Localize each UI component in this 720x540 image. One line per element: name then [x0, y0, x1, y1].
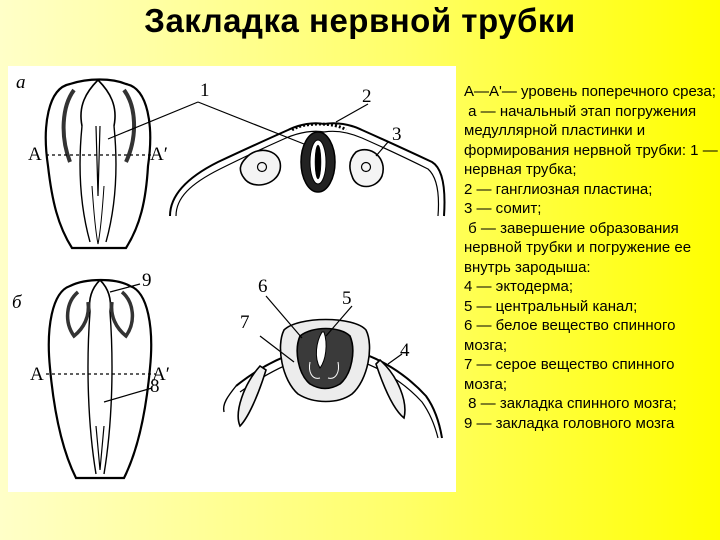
- panel-b-label: б: [12, 292, 23, 313]
- cross-section-b: [222, 318, 443, 439]
- legend-line: 4 — эктодерма;: [464, 278, 574, 295]
- legend-line: 6 — белое вещество спинного мозга;: [464, 317, 680, 354]
- label-4: 4: [400, 340, 410, 361]
- legend-line: 8 — закладка спинного мозга;: [464, 395, 677, 412]
- label-1: 1: [200, 80, 210, 101]
- legend-line: 2 — ганглиозная пластина;: [464, 180, 653, 198]
- legend-line: 7 — серое вещество спинного мозга;: [464, 356, 679, 393]
- embryo-b: [47, 278, 153, 480]
- label-3: 3: [392, 124, 402, 145]
- section-b-left: А: [30, 364, 44, 385]
- figure-legend: А—А'— уровень поперечного среза; а — нач…: [464, 82, 718, 433]
- label-5: 5: [342, 288, 352, 309]
- panel-a-label: а: [16, 72, 26, 93]
- legend-line: 9 — закладка головного мозга: [464, 414, 675, 432]
- section-b-right: А′: [152, 364, 170, 385]
- legend-line: А—А'— уровень поперечного среза;: [464, 83, 716, 100]
- label-7: 7: [240, 312, 250, 333]
- embryo-a: [44, 78, 152, 250]
- neural-tube-figure: а б А А′ А А′ 1 2 3 4 5 6 7 8 9: [8, 66, 456, 492]
- section-a-right: А′: [150, 144, 168, 165]
- label-6: 6: [258, 276, 268, 297]
- legend-line: 5 — центральный канал;: [464, 297, 638, 315]
- legend-line: а — начальный этап погружения медуллярно…: [464, 102, 718, 179]
- legend-line: б — завершение образования нервной трубк…: [464, 219, 696, 276]
- embryo-diagram: а б А А′ А А′ 1 2 3 4 5 6 7 8 9: [12, 72, 446, 480]
- section-a-left: А: [28, 144, 42, 165]
- cross-section-a: [169, 122, 446, 217]
- legend-line: 3 — сомит;: [464, 200, 542, 217]
- slide-title: Закладка нервной трубки: [144, 2, 576, 39]
- label-9: 9: [142, 270, 152, 291]
- label-2: 2: [362, 86, 372, 107]
- label-8: 8: [150, 376, 160, 397]
